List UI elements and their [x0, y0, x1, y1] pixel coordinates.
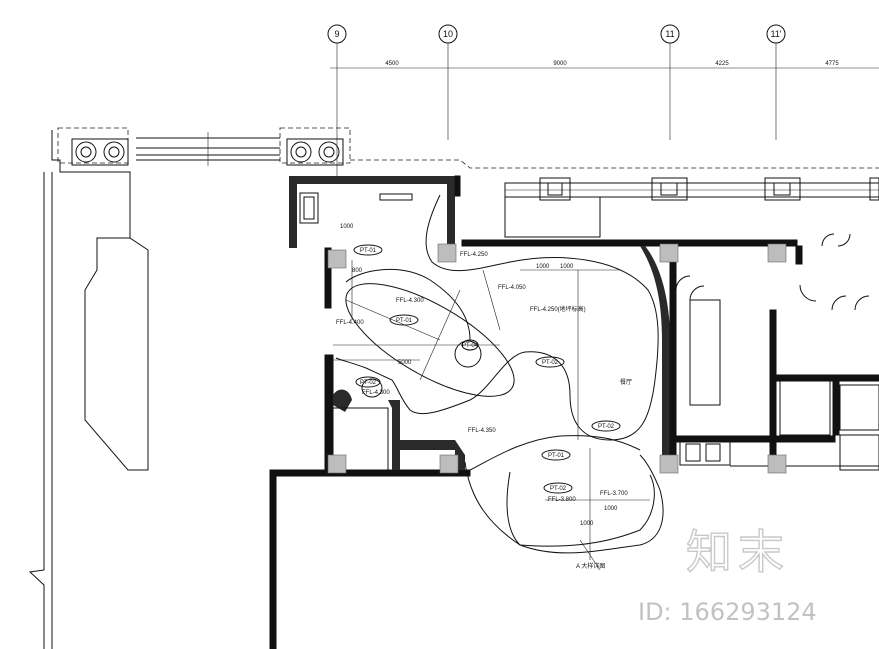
level-ffl-4050: FFL-4.050 [498, 285, 526, 291]
level-ffl-4250: FFL-4.250 [460, 252, 488, 258]
level-ffl-3700: FFL-3.700 [600, 491, 628, 497]
dim-4500: 4500 [385, 61, 399, 67]
ac-unit-left [71, 138, 129, 166]
svg-text:10: 10 [443, 29, 453, 39]
svg-text:PT-01: PT-01 [396, 318, 413, 324]
svg-text:1000: 1000 [560, 264, 574, 270]
room-label: 餐厅 [620, 378, 632, 386]
walls [269, 175, 879, 649]
svg-text:11: 11 [665, 29, 674, 39]
level-ffl-4300: FFL-4.300 [396, 298, 424, 304]
watermark: 知末 ID: 166293124 [638, 524, 817, 626]
axis-bubble-10: 10 [438, 24, 458, 44]
dim-9000: 9000 [553, 61, 567, 67]
level-ffl-3800: FFL-3.800 [548, 497, 576, 503]
svg-text:PT-01: PT-01 [360, 248, 377, 254]
svg-text:5000: 5000 [398, 360, 412, 366]
axis-bubble-11a: 11' [766, 24, 786, 44]
level-ffl-4300-b: FFL-4.300 [362, 390, 390, 396]
upper-band [504, 177, 879, 238]
svg-text:1000: 1000 [580, 521, 594, 527]
svg-text:1000: 1000 [604, 506, 618, 512]
svg-text:1000: 1000 [340, 224, 354, 230]
tag-pt02-b: PT-02 [591, 420, 621, 432]
small-dimensions: 1000 1000 800 5000 1000 1000 1000 餐厅 A 大… [340, 224, 632, 570]
svg-text:800: 800 [352, 268, 363, 274]
tag-pt01-a: PT-01 [353, 244, 383, 256]
svg-text:PT-02: PT-02 [550, 486, 567, 492]
svg-text:PT-02: PT-02 [598, 424, 615, 430]
level-ffl-4250-note: FFL-4.250(地坪标高) [530, 305, 586, 313]
annotation-lines [333, 260, 650, 571]
dim-4775: 4775 [825, 61, 839, 67]
tag-pt02-a: PT-02 [535, 356, 565, 368]
svg-text:9: 9 [334, 29, 339, 39]
exterior-facade [28, 127, 879, 649]
axis-bubble-11: 11 [660, 24, 680, 44]
tag-pt02-d: PT-02 [355, 376, 381, 388]
tag-pt01-c: PT-01 [541, 449, 571, 461]
tag-pt02-c: PT-02 [543, 482, 573, 494]
axis-grid: 9 10 11 11' 4500 9000 4225 4775 [327, 24, 879, 180]
level-labels: FFL-4.300 FFL-4.400 FFL-4.050 FFL-4.250(… [336, 252, 628, 503]
svg-text:11': 11' [770, 29, 781, 39]
svg-text:PT-01: PT-01 [548, 453, 565, 459]
axis-bubble-9: 9 [327, 24, 347, 44]
svg-text:PT-02: PT-02 [360, 380, 377, 386]
svg-text:PT-02: PT-02 [542, 360, 559, 366]
watermark-id: ID: 166293124 [638, 598, 817, 626]
svg-text:1000: 1000 [536, 264, 550, 270]
ac-unit-right [286, 138, 344, 166]
note-bottom: A 大样详图 [576, 562, 605, 570]
finish-tags: PT-01 PT-01 PT-01 PT-02 PT-02 PT-02 PT-0… [353, 244, 621, 494]
tag-pt04: PT-04 [461, 339, 479, 351]
level-ffl-4350: FFL-4.350 [468, 428, 496, 434]
svg-text:PT-04: PT-04 [462, 343, 479, 349]
dim-4225: 4225 [715, 61, 729, 67]
doors [675, 233, 870, 311]
watermark-logo: 知末 [686, 525, 790, 579]
ceiling-curves [299, 192, 664, 554]
level-ffl-4400: FFL-4.400 [336, 320, 364, 326]
tag-pt01-b: PT-01 [389, 314, 419, 326]
structural-columns [327, 243, 787, 474]
